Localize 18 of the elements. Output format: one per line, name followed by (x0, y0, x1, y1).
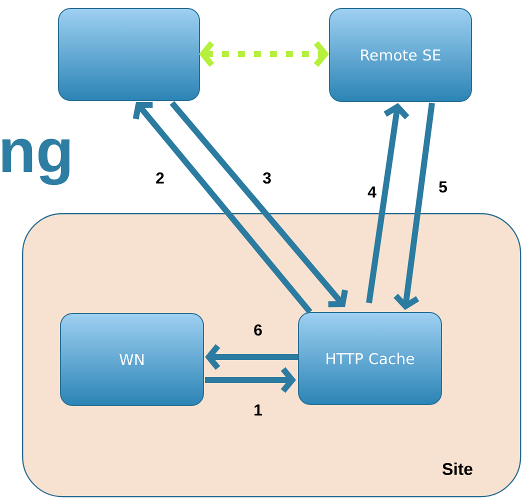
process-box: Remote SE (329, 8, 472, 102)
dotted-arrow (199, 41, 329, 67)
arrow (366, 103, 410, 304)
edge-label: 4 (368, 186, 376, 198)
edge-label: 5 (439, 181, 447, 193)
arrow (132, 102, 312, 314)
arrow (205, 344, 298, 370)
process-box: HTTP Cache (298, 312, 442, 405)
arrow (394, 102, 435, 310)
empty-box (58, 8, 200, 101)
edge-label: 6 (254, 324, 262, 336)
edge-label: 2 (156, 172, 164, 184)
arrow (205, 367, 296, 393)
heading-text: ng (2, 138, 70, 186)
edge-label: 3 (262, 172, 271, 184)
edge-label: 1 (254, 404, 262, 416)
arrow (170, 101, 348, 308)
process-box: WN (60, 313, 204, 406)
